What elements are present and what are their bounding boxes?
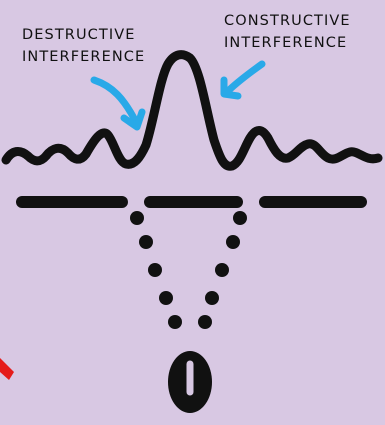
destructive-label-line2: INTERFERENCE [22,46,145,68]
destructive-interference-label: DESTRUCTIVE INTERFERENCE [22,24,145,68]
constructive-arrow-icon [224,64,262,96]
particle-source [168,351,212,413]
constructive-label-line1: CONSTRUCTIVE [224,10,351,32]
particle-path-left [130,211,182,329]
constructive-interference-label: CONSTRUCTIVE INTERFERENCE [224,10,351,54]
destructive-label-line1: DESTRUCTIVE [22,24,145,46]
constructive-label-line2: INTERFERENCE [224,32,351,54]
red-arrow-fragment [0,358,14,380]
particle-path-right [198,211,247,329]
interference-wave [6,55,378,167]
destructive-arrow-icon [94,80,142,127]
